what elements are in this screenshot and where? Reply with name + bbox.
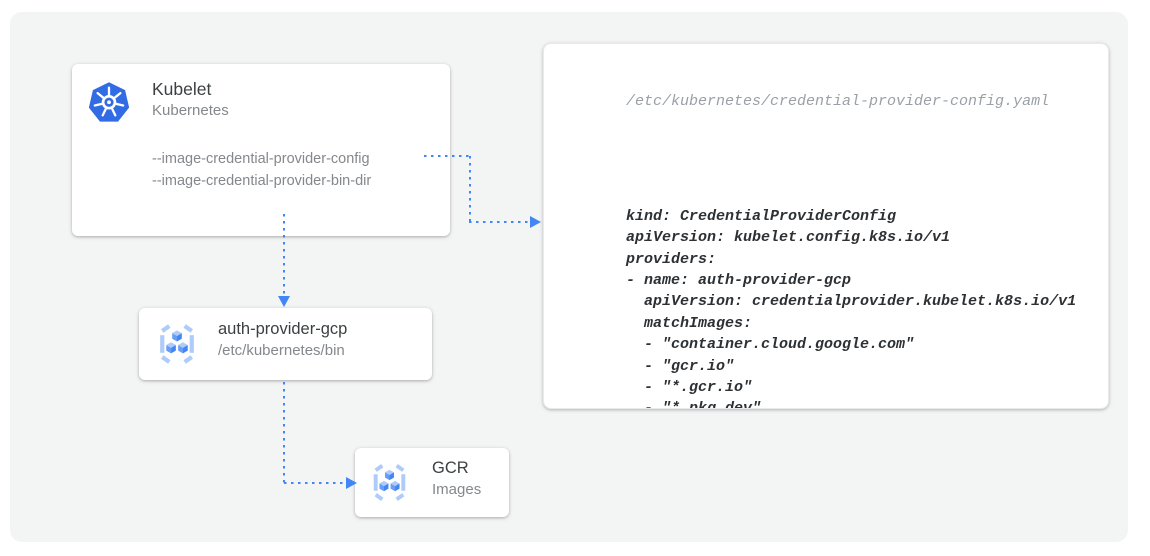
flag-image-credential-provider-config: --image-credential-provider-config [152, 151, 370, 167]
arrow-auth-provider-to-gcr-segment [283, 382, 286, 483]
gcr-subtitle: Images [432, 481, 482, 498]
kubelet-title: Kubelet [152, 79, 212, 99]
kubernetes-icon [86, 80, 132, 126]
gcr-title: GCR [432, 459, 469, 477]
credential-provider-config-yaml-panel: /etc/kubernetes/credential-provider-conf… [543, 43, 1109, 409]
arrow-config-to-yaml-segment [424, 155, 470, 158]
arrowhead-down-icon [278, 296, 290, 307]
container-registry-icon [154, 321, 200, 367]
auth-provider-gcp-path: /etc/kubernetes/bin [218, 342, 345, 359]
kubelet-flags: --image-credential-provider-config --ima… [152, 148, 371, 192]
kubelet-subtitle: Kubernetes [152, 102, 229, 119]
auth-provider-gcp-node: auth-provider-gcp /etc/kubernetes/bin [139, 308, 432, 380]
gcr-node: GCR Images [355, 448, 509, 517]
arrowhead-right-icon [530, 216, 541, 228]
arrowhead-right-icon [346, 477, 357, 489]
auth-provider-gcp-title: auth-provider-gcp [218, 320, 348, 338]
spacer [626, 148, 1092, 169]
yaml-filename: /etc/kubernetes/credential-provider-conf… [626, 93, 1050, 110]
arrow-config-to-yaml-segment [469, 156, 472, 223]
container-registry-icon [368, 461, 411, 504]
arrow-auth-provider-to-gcr-segment [284, 482, 346, 485]
arrow-kubelet-to-auth-provider-segment [283, 214, 286, 296]
arrow-config-to-yaml-segment [469, 221, 530, 224]
flag-image-credential-provider-bin-dir: --image-credential-provider-bin-dir [152, 173, 372, 189]
kubelet-node: Kubelet Kubernetes --image-credential-pr… [72, 64, 450, 236]
